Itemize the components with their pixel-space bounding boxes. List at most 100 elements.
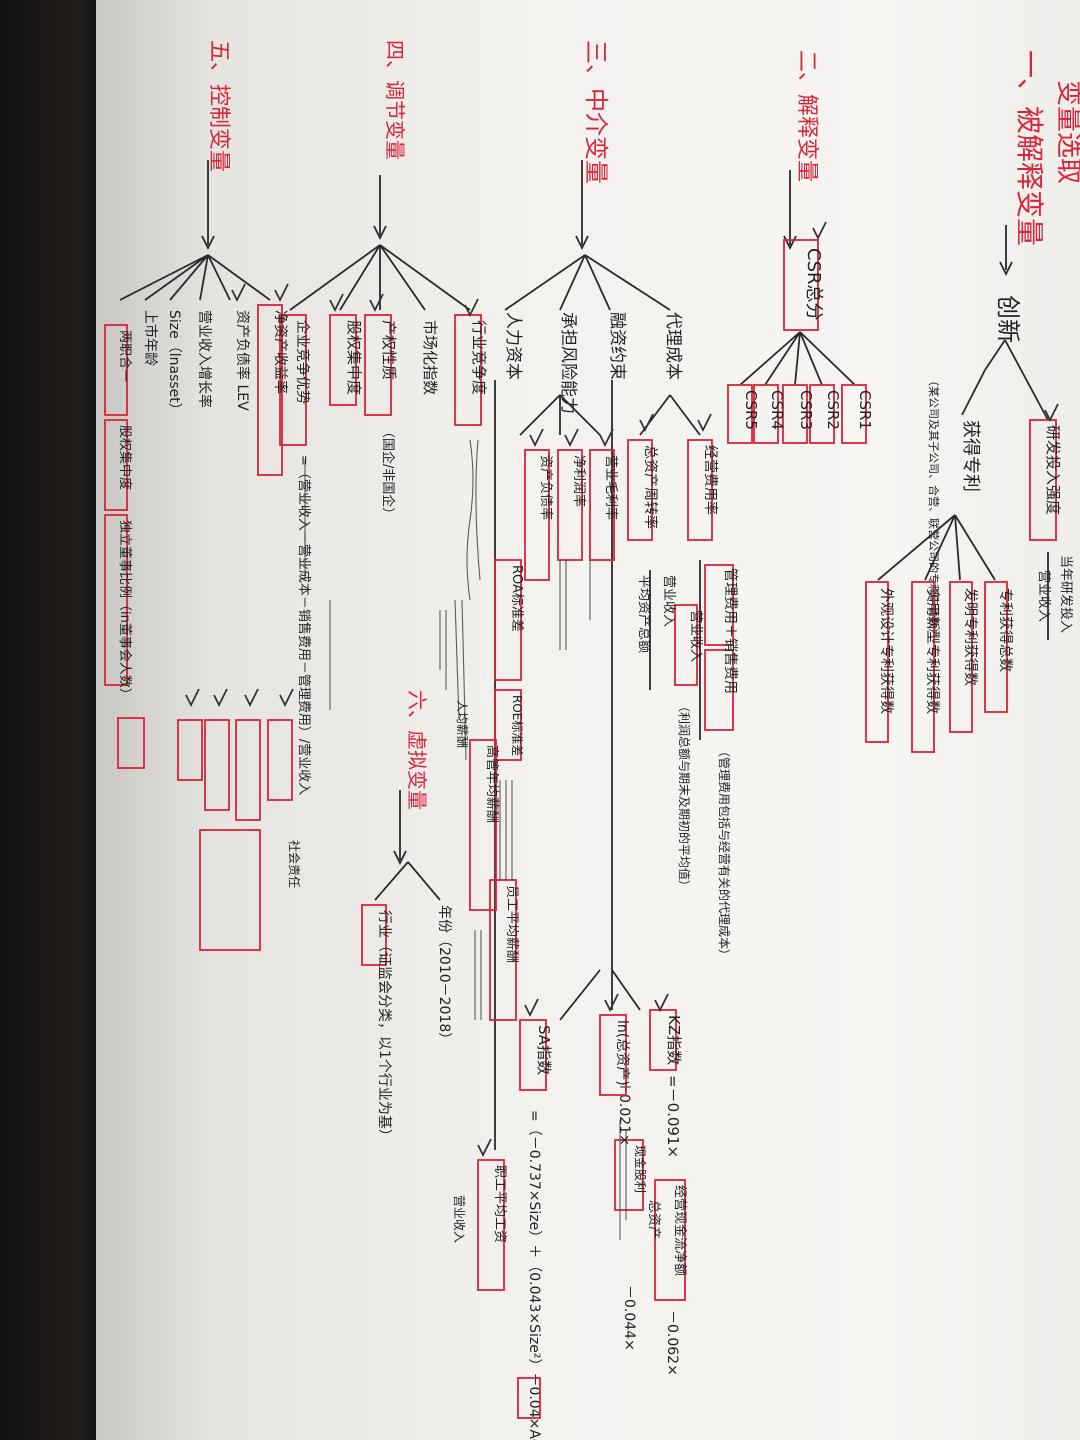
sa-box [519,1019,547,1091]
mod-box-1 [454,314,482,426]
human-item-box-3 [477,1159,505,1291]
section-moderator: 四、调节变量 [383,40,407,160]
patent-box-3 [911,581,935,753]
risk-item-2: 净利润率 [571,455,587,507]
mediator-branches [504,254,671,311]
turnover-note: （利润总额与期末及期初的平均值） [677,700,692,892]
ctrl-item-5: 上市年龄 [142,310,159,366]
section-control: 五、控制变量 [206,40,231,172]
moderator-branches [289,244,471,311]
ctrl-box-7 [104,419,128,511]
rd-formula-num: 当年研发投入 [1058,555,1074,633]
note-social: 社会责任 [287,840,302,888]
section-dependent: 一、被解释变量 [1013,50,1046,246]
human-item-1: 高管年均薪酬 [484,745,500,823]
patent-box-2 [949,581,973,733]
csr4-box [753,384,779,444]
virtual-branches [374,861,441,901]
patent-note: （某公司及其子公司、合营、联营公司的专利申请数） [927,375,941,639]
csr5: CSR5 [742,390,760,430]
check-marks-mod [185,688,294,708]
csr1: CSR1 [856,390,874,430]
node-innovation: 创新 [994,295,1022,343]
section-mediator: 三、中介变量 [582,40,610,184]
patent-item-2: 发明专利获得数 [962,588,979,686]
csr-branches [739,331,856,386]
patent-box-1 [984,581,1008,713]
mgmt-expense-box [704,564,734,646]
roe-std: ROE标准差 [510,695,524,756]
financing-trunk [559,380,641,1021]
mod-margin-formula: =（营业收入－营业成本－销售费用－管理费用）/营业收入 [296,455,312,795]
asset-turnover: 总资产周转率 [642,445,659,529]
csr5-box [727,384,753,444]
risk-branches [519,394,601,436]
kz-coef-3: －0.044× [621,1285,637,1351]
human-item-box-2 [489,879,517,1021]
kz-coef-1: －0.062× [664,1310,680,1376]
kz-index: KZ指数 [665,1015,683,1065]
node-financing: 融资约束 [607,312,627,380]
sales-expense-box [704,649,734,731]
mod-box-7 [235,719,261,821]
mod-box-4 [329,314,357,406]
patent-item-3: 实用新型专利获得数 [924,588,941,714]
patent-branches [877,514,996,581]
mod-box-3 [364,314,392,416]
ctrl-item-3: 营业收入增长率 [196,310,213,408]
kz-cashflow: 经营现金流净额 [672,1185,688,1276]
node-human: 人力资本 [503,312,523,380]
ln-assets-box [599,1014,627,1096]
csr2: CSR2 [824,390,842,430]
mod-box-8 [204,719,230,811]
innovation-branches [961,339,1049,421]
kz-cashflow-box [654,1179,686,1301]
sa-formula: =（－0.737×Size）＋（0.043×Size²）－0.04×Age [526,1110,542,1440]
section-virtual: 六、虚拟变量 [405,690,429,810]
node-csr-total: CSR总分 [803,248,824,321]
expense-formula: 管理费用＋销售费用 [722,568,738,694]
mod-margin: 企业竞争优势 [294,320,311,404]
node-risk: 承担风险能力 [558,312,578,414]
scribbles [304,439,627,1240]
agency-branches [639,394,701,436]
kz-dividend: 现金股利 [633,1145,648,1193]
human-item-4: 人均薪酬 [455,700,469,748]
age-box [517,1377,541,1419]
note-revenue: 营业收入 [452,1195,466,1243]
ctrl-box-8 [104,514,128,686]
risk-item-box-2 [557,449,583,561]
expense-ratio: 经营费用率 [702,445,719,515]
roe-box [494,689,522,761]
csr-total-box [783,239,819,331]
risk-item-box-1 [589,449,615,561]
ctrl-box-6 [104,324,128,416]
csr2-box [809,384,835,444]
human-item-2: 员工平均薪酬 [504,885,519,963]
csr1-box [841,384,867,444]
roa-box [494,559,522,681]
virtual-year: 年份（2010－2018） [436,905,452,1046]
ctrl-item-4: Size（lnasset） [166,310,182,417]
ctrl-box-9 [117,717,145,769]
csr3: CSR3 [797,390,815,430]
csr3-box [782,384,808,444]
ctrl-item-7: 股权集中度 [117,425,133,490]
risk-item-3: 资产负债率 [538,455,554,520]
asset-turnover-box [627,439,653,541]
check-marks [231,221,1059,1158]
human-item-3: 职工平均工资 [492,1165,507,1243]
ctrl-item-6: 两职合一 [117,330,132,382]
mod-item-2: 市场化指数 [421,320,439,395]
expense-den: 营业收入 [688,610,703,662]
mod-box-9 [177,719,203,781]
asset-den: 平均资产总额 [636,575,651,653]
patent-item-1: 专利获得总数 [997,588,1014,672]
asset-formula: 营业收入 [661,575,676,627]
risk-item-1: 营业毛利率 [603,455,619,520]
kz-total-assets: 总资产 [646,1200,661,1239]
kz-box [649,1009,677,1071]
ctrl-box-1 [257,304,283,476]
kz-dividend-box [614,1139,644,1211]
